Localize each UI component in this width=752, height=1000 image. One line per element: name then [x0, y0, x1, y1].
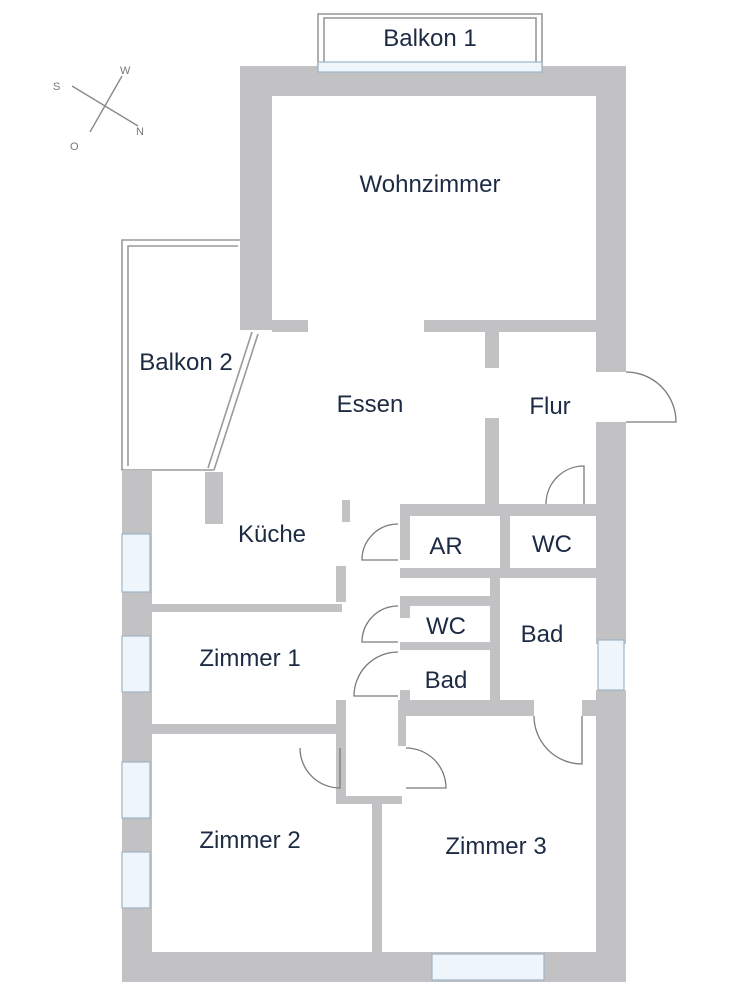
room-label-balkon-1: Balkon 1: [383, 25, 476, 52]
doors: [299, 371, 677, 789]
interior-walls: [152, 320, 596, 954]
room-label-bad-small: Bad: [425, 667, 468, 694]
room-label-wc-lower: WC: [426, 613, 466, 640]
room-label-essen: Essen: [337, 391, 404, 418]
room-label-bad-large: Bad: [521, 621, 564, 648]
window-balkon1: [317, 61, 543, 73]
window-zimmer1: [121, 635, 151, 693]
room-label-balkon-2: Balkon 2: [139, 349, 232, 376]
window-kueche: [121, 533, 151, 593]
room-label-kueche: Küche: [238, 521, 306, 548]
door-bad-small: [353, 651, 399, 697]
windows: [121, 61, 625, 981]
compass-n-label: N: [136, 126, 144, 138]
window-bad: [597, 639, 625, 691]
room-label-ar: AR: [429, 533, 462, 560]
window-zimmer2-bottom: [121, 851, 151, 909]
room-label-zimmer-2: Zimmer 2: [199, 827, 300, 854]
room-label-wohnzimmer: Wohnzimmer: [360, 171, 501, 198]
room-labels: Balkon 1 Wohnzimmer Balkon 2 Essen Flur …: [139, 25, 572, 860]
room-label-zimmer-1: Zimmer 1: [199, 645, 300, 672]
compass-s-label: S: [53, 81, 60, 93]
room-label-wc-upper: WC: [532, 531, 572, 558]
room-label-zimmer-3: Zimmer 3: [445, 833, 546, 860]
door-zimmer2: [299, 747, 341, 789]
compass-o-w-line: [89, 75, 123, 133]
room-label-flur: Flur: [529, 393, 570, 420]
compass-o-label: O: [70, 141, 79, 153]
door-wc-lower: [361, 605, 399, 643]
balkon2-door-glazing: [213, 333, 259, 471]
door-bad-large: [533, 715, 583, 765]
door-wc-upper: [545, 465, 585, 505]
compass: S W N O: [53, 65, 144, 153]
window-zimmer3: [431, 953, 545, 981]
balcony-2-outline: [121, 239, 242, 471]
door-entrance: [625, 371, 677, 423]
window-zimmer2-top: [121, 761, 151, 819]
compass-w-label: W: [120, 65, 131, 77]
door-zimmer3: [405, 747, 447, 789]
door-ar: [361, 523, 399, 561]
